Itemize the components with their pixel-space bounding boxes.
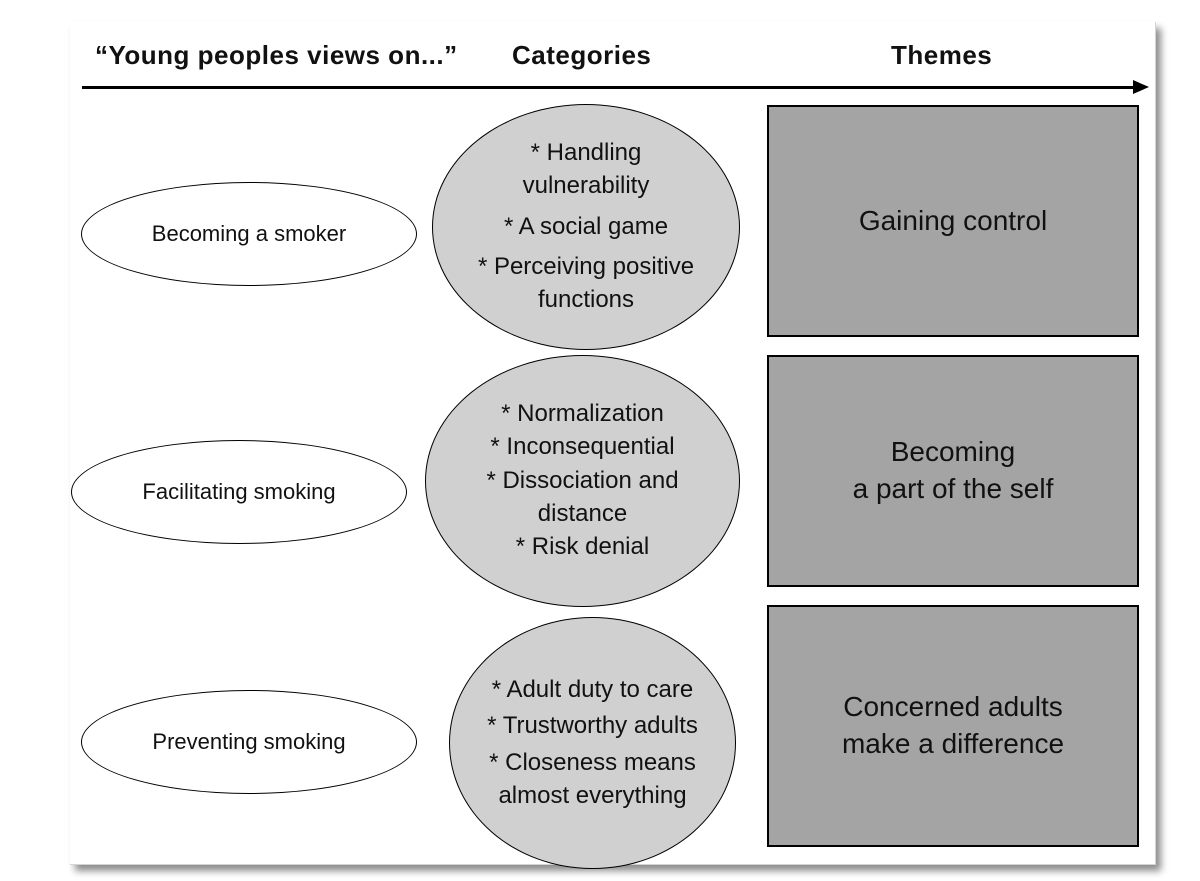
category-item: * Dissociation and distance	[486, 466, 679, 528]
category-item: * Normalization	[501, 400, 664, 428]
category-item: * A social game	[503, 212, 669, 240]
theme-box-gaining-control: Gaining control	[767, 105, 1139, 337]
theme-box-part-of-self: Becoming a part of the self	[767, 355, 1139, 587]
timeline-arrow-head	[1133, 80, 1149, 94]
category-item: * Adult duty to care	[491, 675, 694, 703]
category-item: * Risk denial	[515, 532, 650, 560]
category-ellipse-becoming-smoker: * Handling vulnerability * A social game…	[432, 104, 740, 350]
category-item: * Perceiving positive functions	[477, 253, 695, 313]
categories-header: Categories	[512, 40, 652, 70]
category-item: * Inconsequential	[490, 433, 675, 461]
timeline-arrow-line	[82, 86, 1137, 89]
category-item: * Trustworthy adults	[487, 712, 698, 740]
views-header: “Young peoples views on...”	[95, 40, 458, 70]
category-item: * Handling vulnerability	[522, 139, 650, 200]
view-ellipse-becoming-smoker: Becoming a smoker	[81, 182, 417, 286]
view-ellipse-preventing-smoking: Preventing smoking	[81, 690, 417, 794]
category-ellipse-facilitating-smoking: * Normalization * Inconsequential * Diss…	[425, 355, 740, 607]
category-ellipse-preventing-smoking: * Adult duty to care * Trustworthy adult…	[449, 617, 736, 869]
themes-header: Themes	[891, 40, 993, 70]
theme-box-concerned-adults: Concerned adults make a difference	[767, 605, 1139, 847]
category-item: * Closeness means almost everything	[489, 749, 696, 809]
view-ellipse-facilitating-smoking: Facilitating smoking	[71, 440, 407, 544]
